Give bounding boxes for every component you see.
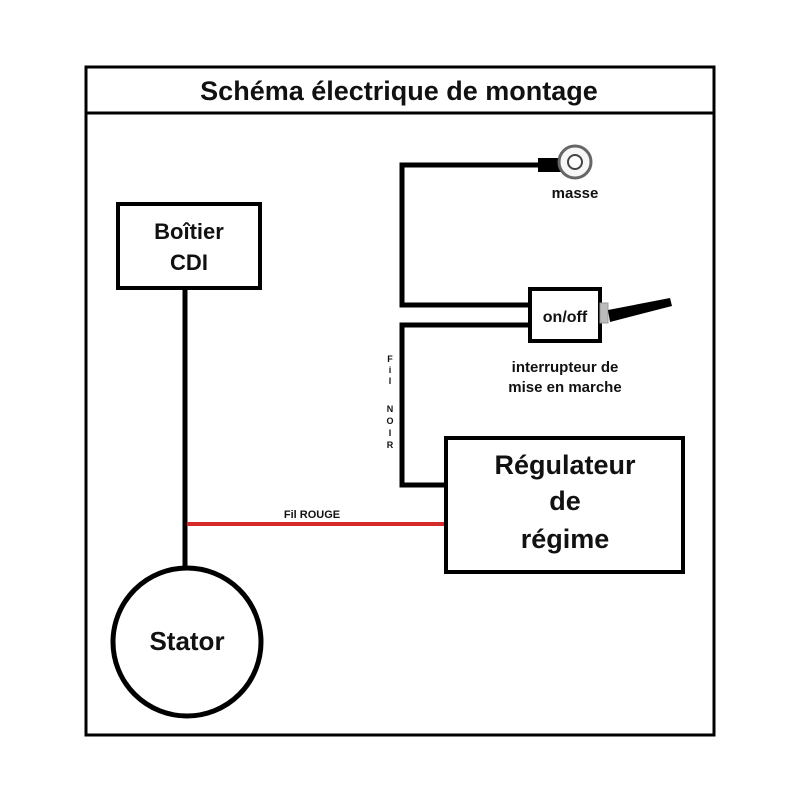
ground-terminal: masse: [538, 144, 599, 202]
switch-terminal: [599, 302, 609, 324]
black-wire-letter: F: [387, 354, 393, 364]
black-wire-letter: N: [387, 404, 394, 414]
ground-connector: [538, 158, 562, 172]
switch-lever-icon: [608, 298, 672, 322]
regulator-box: Régulateur de régime: [444, 436, 685, 574]
diagram-frame: [84, 65, 716, 737]
black-wire-letter: i: [389, 365, 392, 375]
stator: Stator: [110, 565, 264, 719]
ground-wire: [399, 162, 545, 308]
switch-caption-line2: mise en marche: [508, 379, 621, 396]
black-wire-letter: R: [387, 440, 394, 450]
cdi-label-line2: CDI: [170, 250, 208, 275]
ground-ring-hole: [567, 154, 583, 170]
red-wire-label: Fil ROUGE: [284, 509, 340, 521]
stator-label: Stator: [149, 626, 224, 656]
black-wire-letter: I: [389, 428, 392, 438]
regulator-label-line1: Régulateur: [494, 450, 636, 480]
diagram-title: Schéma électrique de montage: [200, 76, 598, 106]
black-wire-letter: l: [389, 376, 392, 386]
on-off-switch: on/off: [528, 287, 672, 343]
black-wire-label: F i l N O I R: [386, 354, 393, 450]
switch-label: on/off: [543, 309, 588, 326]
cdi-label-line1: Boîtier: [154, 219, 224, 244]
black-wire-letter: O: [386, 416, 393, 426]
switch-caption-line1: interrupteur de: [512, 359, 619, 376]
black-wire: [399, 322, 530, 488]
regulator-label-line3: régime: [521, 524, 610, 554]
cdi-box: Boîtier CDI: [116, 202, 262, 290]
regulator-label-line2: de: [549, 486, 581, 516]
ground-label: masse: [552, 185, 599, 202]
